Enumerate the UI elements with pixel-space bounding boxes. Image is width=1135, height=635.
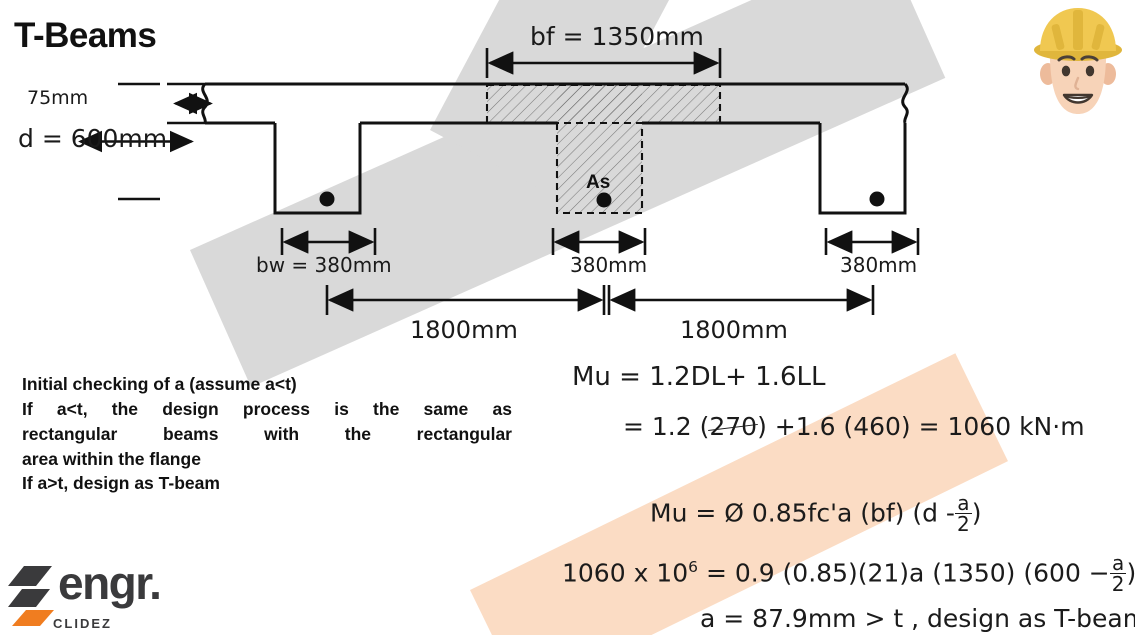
equation-2-dead-load: 270 [709,412,758,441]
notes-block: Initial checking of a (assume a<t) If a<… [22,372,512,496]
equation-3-close: ) [971,498,982,528]
equation-1-lhs: Mu = [572,362,641,392]
dim-web-width-center [551,228,647,255]
note-line-3: rectangular beams with the rectangular [22,423,512,444]
page-title: T-Beams [14,16,157,55]
equation-4-close: ) [1126,559,1135,588]
dim-flange-thickness [167,82,213,125]
logo-subtext: CLIDEZ [53,616,112,631]
brand-logo: engr. CLIDEZ [6,557,186,635]
equation-3-body: Mu = Ø 0.85fc'a (bf) (d - [650,498,955,528]
equation-4-numerator: a [1111,551,1125,575]
note-line-4: area within the flange [22,448,201,469]
rebar-dot-left [319,191,335,207]
equation-3-numerator: a [957,491,970,515]
dim-span-left [325,285,606,315]
label-flange-thickness: 75mm [27,87,89,109]
rebar-dot-right [869,191,885,207]
equation-2-mid: ) +1.6 ( [757,412,854,441]
logo-wordmark: engr. [58,557,162,609]
note-line-2: If a<t, the design process is the same a… [22,398,512,419]
equation-4-denominator: 2 [1109,572,1127,596]
label-web-width-center: 380mm [570,253,648,277]
logo-mark-icon [8,566,54,626]
equation-1-rhs: 1.2DL+ 1.6LL [649,362,826,392]
rebar-dot-center [596,192,612,208]
dim-flange-width [485,48,722,78]
label-steel-area: As [586,172,611,193]
label-span-left: 1800mm [410,316,518,344]
equation-4-exponent: 6 [688,558,698,577]
equation-4: 1060 x 106 = 0.9 (0.85)(21)a (1350) (600… [562,551,1135,596]
equation-1: Mu = 1.2DL+ 1.6LL [572,362,825,392]
dim-web-width-left [280,228,377,255]
equation-2: = 1.2 (270) +1.6 (460) = 1060 kN·m [623,412,1085,441]
web-left [273,123,362,215]
equation-3-denominator: 2 [954,512,972,536]
label-span-right: 1800mm [680,316,788,344]
dim-effective-depth [78,82,194,201]
hatched-t-section [485,83,722,215]
equation-5-conclusion: a = 87.9mm > t , design as T-beam [700,604,1135,633]
dim-web-width-right [824,228,920,255]
label-effective-depth: d = 600mm [18,124,168,153]
slab-outline [201,82,909,125]
dim-span-right [607,285,875,315]
equation-4-lead: 1060 x 10 [562,558,689,588]
label-web-width-left: bw = 380mm [256,253,392,277]
equation-2-live-load: 460 [853,412,901,441]
equation-2-prefix: = 1.2 ( [623,412,710,441]
web-right [818,123,907,215]
note-line-5: If a>t, design as T-beam [22,473,220,494]
label-web-width-right: 380mm [840,253,918,277]
engineer-avatar [1034,8,1122,114]
note-line-1: Initial checking of a (assume a<t) [22,374,297,394]
equations-block: Mu = 1.2DL+ 1.6LL = 1.2 (270) +1.6 (460)… [560,356,1135,635]
equation-2-suffix: ) = 1060 kN·m [900,412,1085,441]
label-flange-width: bf = 1350mm [530,22,704,51]
equation-4-body: = 0.9 (0.85)(21)a (1350) (600 − [705,558,1110,588]
